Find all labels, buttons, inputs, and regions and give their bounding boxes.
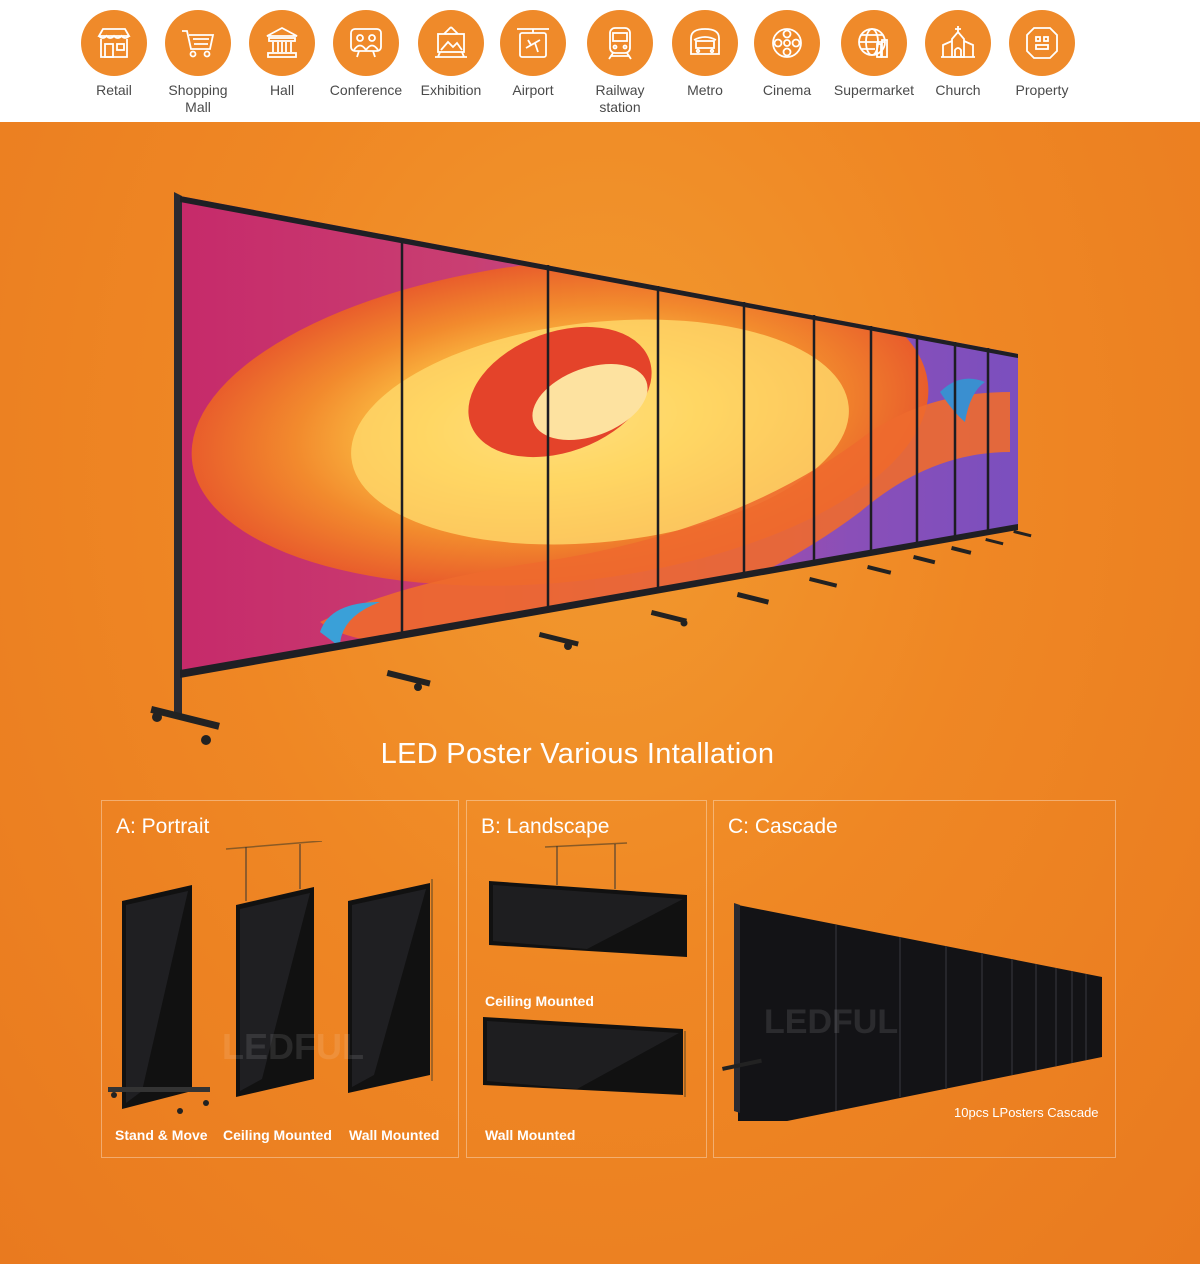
panel-title: B: Landscape (481, 815, 610, 838)
app-railway-station: Railway station (575, 10, 665, 116)
app-label: Shopping Mall (168, 82, 228, 115)
app-exhibition: Exhibition (406, 10, 496, 99)
panel-title: C: Cascade (728, 815, 838, 838)
app-label: Conference (329, 82, 403, 98)
cabinet-dividers (400, 238, 990, 635)
conference-people-icon (333, 10, 399, 76)
app-label: Airport (512, 82, 554, 98)
caption-wall-mounted: Wall Mounted (485, 1127, 576, 1143)
panel-title: A: Portrait (116, 815, 210, 838)
landscape-poster-illustrations (483, 842, 687, 1097)
wall-mounted-poster (348, 879, 433, 1093)
caption-wall-mounted: Wall Mounted (349, 1127, 440, 1143)
ceiling-mounted-landscape-poster (489, 842, 687, 957)
app-conference: Conference (321, 10, 411, 99)
app-label: Retail (96, 82, 132, 98)
watermark-logo: LEDFUL (222, 1026, 364, 1067)
train-icon (587, 10, 653, 76)
film-reel-icon (754, 10, 820, 76)
property-icon (1009, 10, 1075, 76)
app-retail: Retail (69, 10, 159, 99)
caption-stand-move: Stand & Move (115, 1127, 208, 1143)
app-property: Property (997, 10, 1087, 99)
cascade-panel: C: Cascade LEDFUL 10pcs LPosters Cascade (713, 800, 1116, 1158)
portrait-poster-illustrations: LEDFUL (108, 841, 433, 1114)
section-headline: LED Poster Various Intallation (380, 738, 775, 770)
application-icon-bar: Retail Shopping Mall Hall Conference Exh… (0, 0, 1200, 122)
app-supermarket: Supermarket (829, 10, 919, 99)
app-label: Exhibition (420, 82, 482, 98)
app-label: Church (935, 82, 981, 98)
caption-cascade: 10pcs LPosters Cascade (954, 1105, 1099, 1120)
app-cinema: Cinema (742, 10, 832, 99)
portrait-panel: A: Portrait LEDFUL Stand & Move Cei (101, 800, 459, 1158)
stand-move-poster (108, 885, 210, 1114)
hall-building-icon (249, 10, 315, 76)
app-label: Cinema (762, 82, 812, 98)
led-poster-wall-illustration (150, 192, 1032, 745)
app-label: Supermarket (833, 82, 915, 98)
app-label: Metro (687, 82, 723, 98)
app-label: Railway station (595, 82, 645, 115)
app-metro: Metro (660, 10, 750, 99)
airport-plane-icon (500, 10, 566, 76)
caption-ceiling-mounted: Ceiling Mounted (485, 993, 594, 1009)
app-hall: Hall (237, 10, 327, 99)
metro-train-icon (672, 10, 738, 76)
landscape-panel: B: Landscape Ceiling Mounted Wall Mounte… (466, 800, 707, 1158)
globe-building-icon (841, 10, 907, 76)
watermark-logo: LEDFUL (764, 1003, 898, 1041)
app-label: Property (1015, 82, 1069, 98)
shopping-cart-icon (165, 10, 231, 76)
led-screen-wall (150, 192, 1032, 745)
cascade-poster-illustration: LEDFUL (721, 903, 1102, 1121)
app-shopping-mall: Shopping Mall (153, 10, 243, 116)
app-airport: Airport (488, 10, 578, 99)
installation-section: LED Poster Various Intallation A: Portra… (0, 122, 1200, 1264)
ceiling-mounted-poster (225, 841, 323, 1097)
church-icon (925, 10, 991, 76)
storefront-icon (81, 10, 147, 76)
app-label: Hall (269, 82, 295, 98)
wall-mounted-landscape-poster (483, 1017, 686, 1097)
stand-feet (150, 530, 1032, 745)
app-church: Church (913, 10, 1003, 99)
cascade-dividers (835, 925, 1087, 1111)
exhibition-frame-icon (418, 10, 484, 76)
caption-ceiling-mounted: Ceiling Mounted (223, 1127, 332, 1143)
